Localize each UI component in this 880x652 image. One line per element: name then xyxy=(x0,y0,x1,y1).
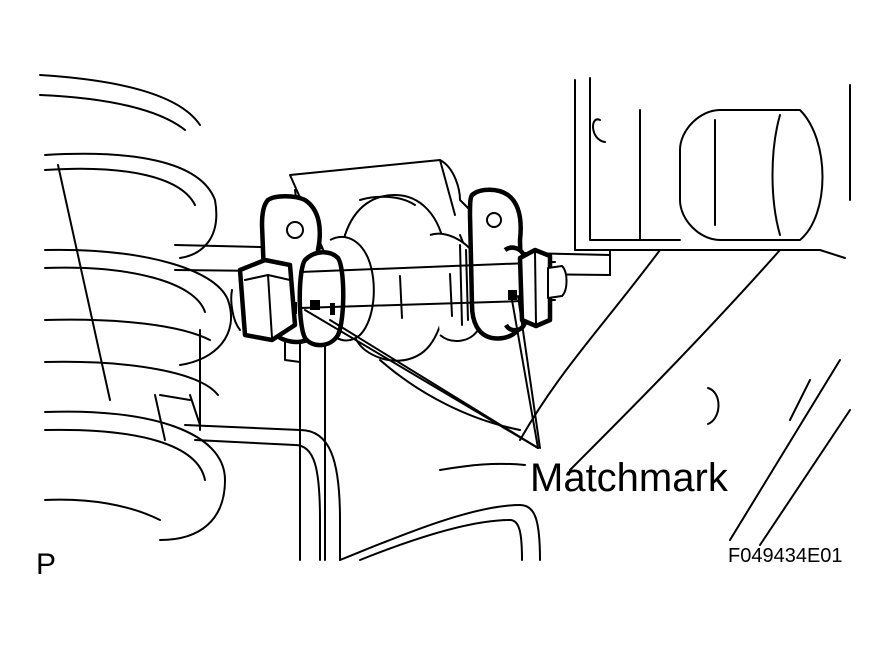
matchmark-left-plate xyxy=(292,302,297,314)
view-indicator-label: P xyxy=(36,548,57,581)
matchmark-label: Matchmark xyxy=(530,456,728,500)
left-adjusting-cam xyxy=(297,250,346,348)
body-frame xyxy=(519,77,851,546)
coil-spring xyxy=(39,74,233,541)
bolt-head xyxy=(230,257,298,343)
callout-leader-lines xyxy=(304,295,541,449)
nut xyxy=(517,247,568,329)
matchmark-right-cam xyxy=(508,290,517,300)
matchmark-left-bracket xyxy=(330,303,335,315)
matchmarks xyxy=(292,290,517,315)
figure-id-label: F049434E01 xyxy=(728,545,843,567)
matchmark-left-cam xyxy=(310,300,320,310)
